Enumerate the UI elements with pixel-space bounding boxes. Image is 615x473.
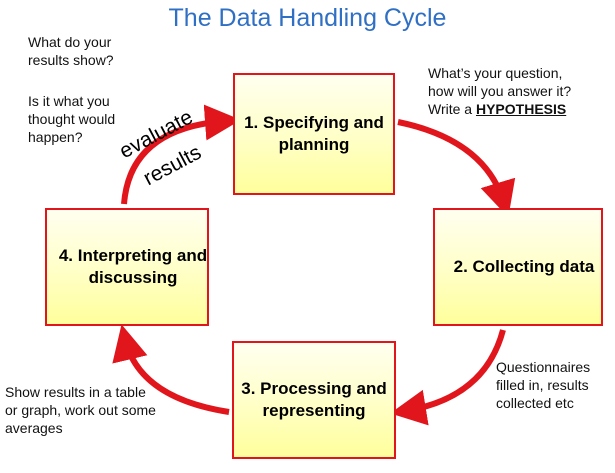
step-label: 1. Specifying and planning (244, 113, 384, 154)
step-processing-representing: 3. Processing and representing (232, 341, 396, 459)
step-label: 2. Collecting data (453, 257, 595, 276)
note-question-text: What’s your question, how will you answe… (428, 65, 572, 117)
note-question: What’s your question, how will you answe… (428, 64, 571, 118)
step-label: 3. Processing and representing (241, 379, 387, 420)
arrow-2-to-3 (390, 329, 506, 426)
note-show-results: Show results in a table or graph, work o… (5, 384, 156, 436)
note-results-show: What do your results show? (28, 34, 114, 68)
note-expected: Is it what you thought would happen? (28, 93, 116, 145)
step-specifying-planning: 1. Specifying and planning (233, 73, 395, 195)
step-collecting-data: 2. Collecting data (433, 208, 603, 326)
arrow-1-to-2 (397, 119, 516, 218)
diagram-title: The Data Handling Cycle (168, 4, 447, 32)
step-interpreting-discussing: 4. Interpreting and discussing (45, 208, 209, 326)
hypothesis-label: HYPOTHESIS (475, 101, 567, 117)
arrow-4-to-1 (121, 104, 241, 205)
arrow-3-to-4 (112, 324, 230, 415)
step-label: 4. Interpreting and discussing (58, 246, 208, 287)
note-questionnaires: Questionnaires filled in, results collec… (496, 359, 591, 411)
